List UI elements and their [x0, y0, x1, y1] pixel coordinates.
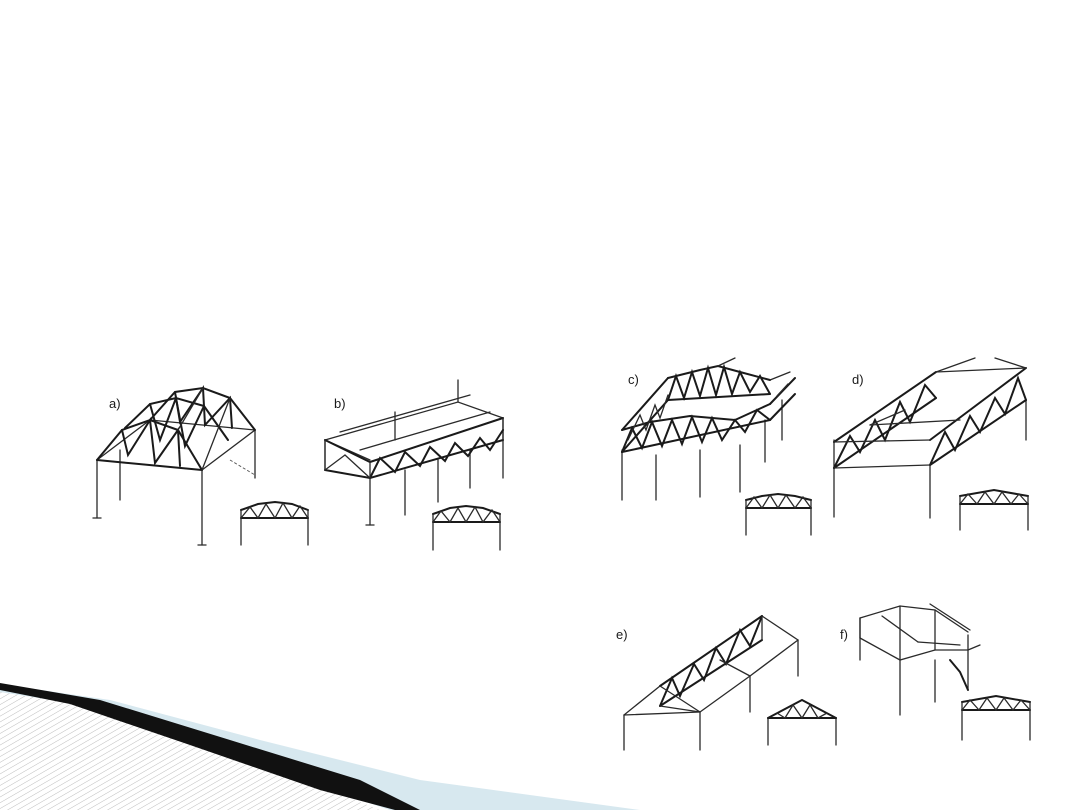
panel-label-e: e): [616, 627, 628, 642]
diagram-c-structure: [621, 357, 796, 501]
diagram-f-structure: [859, 603, 981, 716]
panel-label-d: d): [852, 372, 864, 387]
corner-decoration: [0, 683, 640, 810]
panel-label-b: b): [334, 396, 346, 411]
diagram-e-section: [767, 698, 837, 746]
hatched-band: [0, 688, 380, 810]
panel-label-f: f): [840, 627, 848, 642]
diagram-c-section: [745, 492, 812, 536]
panel-label-c: c): [628, 372, 639, 387]
panel-label-a: a): [109, 396, 121, 411]
diagram-b-section: [432, 504, 501, 551]
diagram-d-section: [959, 488, 1029, 531]
diagram-f-section: [961, 694, 1031, 741]
diagram-e-structure: [623, 615, 799, 751]
diagram-a-structure: [92, 384, 256, 546]
diagram-a-section: [240, 500, 309, 546]
dark-band: [0, 683, 420, 810]
light-band: [0, 684, 640, 810]
diagram-d-structure: [833, 357, 1027, 519]
diagram-b-structure: [324, 379, 504, 526]
